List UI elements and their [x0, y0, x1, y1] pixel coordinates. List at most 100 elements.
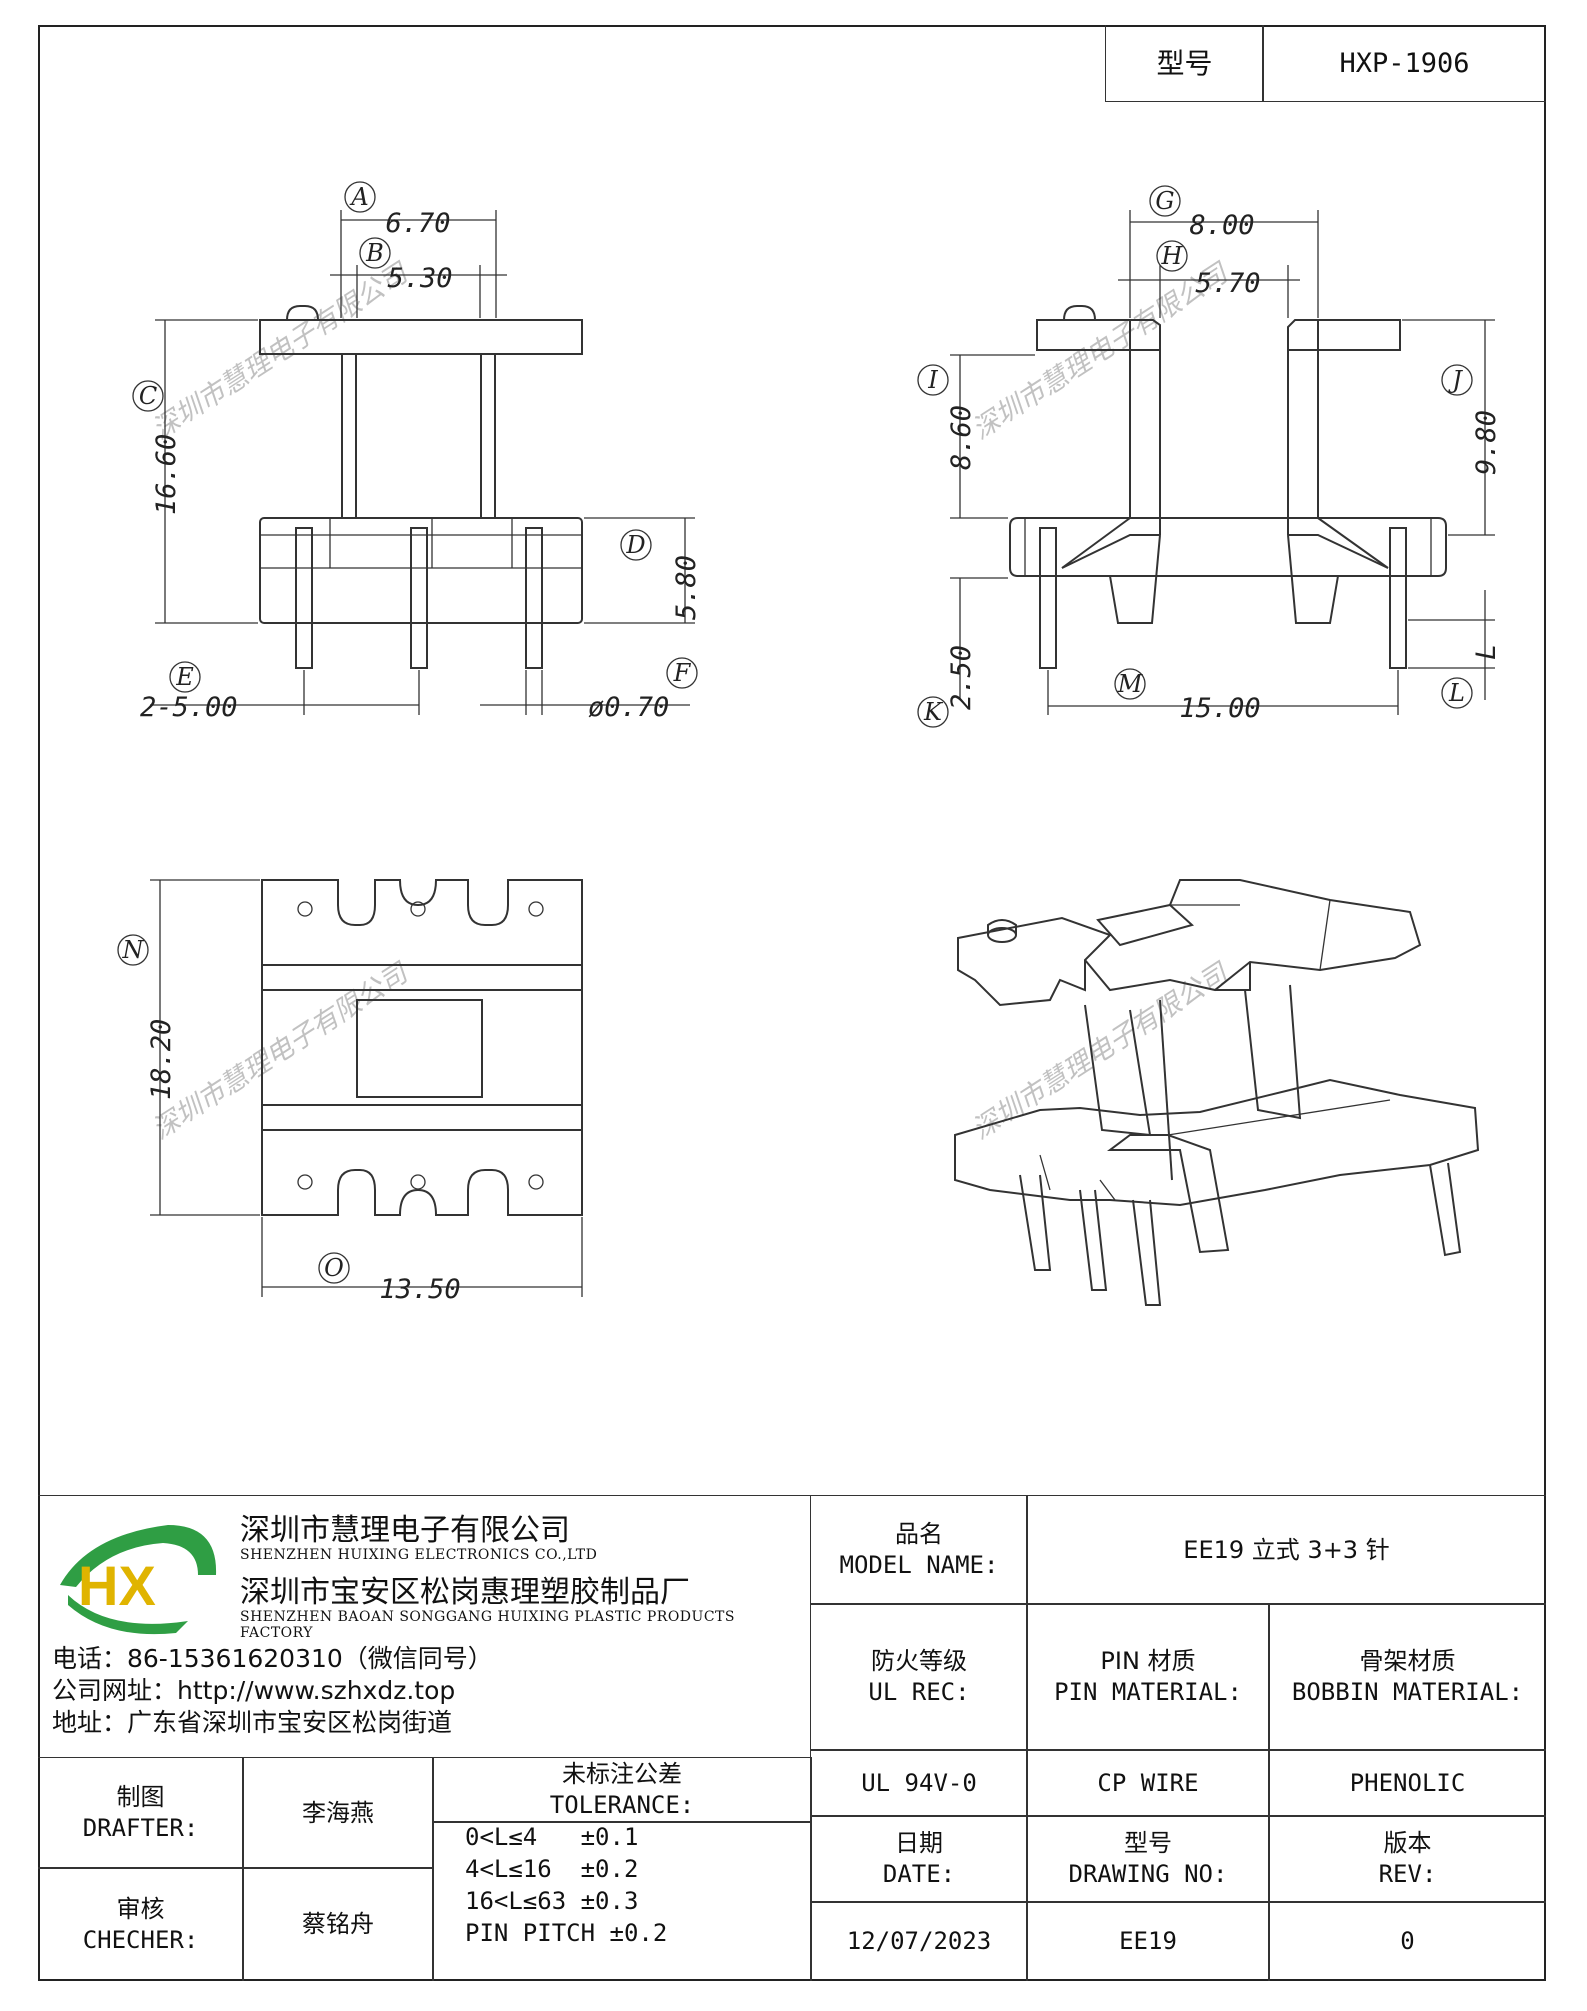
checker-label-cn: 审核	[116, 1894, 165, 1923]
company-name-cn: 深圳市慧理电子有限公司	[240, 1513, 570, 1548]
company-logo-text: HX	[78, 1554, 156, 1617]
tolerance-line: PIN PITCH ±0.2	[465, 1919, 668, 1947]
watermark-3: 深圳市慧理电子有限公司	[147, 956, 415, 1145]
marker-E: E	[175, 663, 194, 691]
model-value: HXP-1906	[1339, 47, 1470, 79]
marker-M: M	[1117, 670, 1144, 698]
dim-A: 6.70	[385, 208, 450, 239]
company-phone: 电话：86-15361620310（微信同号）	[52, 1644, 493, 1673]
dim-M: 15.00	[1179, 693, 1260, 724]
company-address: 地址：广东省深圳市宝安区松岗街道	[52, 1708, 453, 1737]
marker-A: A	[349, 183, 368, 211]
tolerance-line: 4<L≤16 ±0.2	[465, 1855, 639, 1883]
drawing-no-value: EE19	[1119, 1927, 1177, 1955]
model-label: 型号	[1156, 46, 1213, 80]
side-view: G 8.00 H 5.70 I 8.60 J 9.80 K 2.50 L L	[917, 185, 1502, 728]
drafter-name-cell: 李海燕	[242, 1757, 434, 1869]
tolerance-line: 0<L≤4 ±0.1	[465, 1823, 639, 1851]
checker-name-cell: 蔡铭舟	[242, 1867, 434, 1981]
drawing-no-value-cell: EE19	[1026, 1901, 1270, 1981]
date-label-cn: 日期	[895, 1829, 943, 1857]
factory-name-cn: 深圳市宝安区松岗惠理塑胶制品厂	[240, 1575, 690, 1610]
checker-name: 蔡铭舟	[302, 1910, 374, 1938]
dim-L: L	[1471, 644, 1502, 660]
drawing-no-label-en: DRAWING NO:	[1068, 1860, 1228, 1888]
model-name-label-cell: 品名 MODEL NAME:	[810, 1495, 1028, 1605]
bobbin-value: PHENOLIC	[1349, 1768, 1466, 1797]
dim-D: 5.80	[671, 555, 702, 620]
watermark-group: 深圳市慧理电子有限公司 深圳市慧理电子有限公司 深圳市慧理电子有限公司 深圳市慧…	[147, 256, 1235, 1145]
model-name-en: MODEL NAME:	[839, 1551, 999, 1579]
model-name-value-cell: EE19 立式 3+3 针	[1026, 1495, 1546, 1605]
dim-G: 8.00	[1189, 210, 1254, 241]
rev-value-cell: 0	[1268, 1901, 1546, 1981]
marker-C: C	[139, 382, 157, 410]
drafter-name: 李海燕	[302, 1798, 374, 1827]
marker-K: K	[923, 698, 944, 726]
bobbin-label-cn: 骨架材质	[1359, 1647, 1456, 1675]
pin-label-en: PIN MATERIAL:	[1054, 1678, 1242, 1706]
marker-I: I	[927, 366, 938, 394]
model-name-cn: 品名	[895, 1520, 943, 1548]
dim-I: 8.60	[946, 405, 977, 470]
rev-value: 0	[1400, 1927, 1415, 1955]
drawing-no-label-cell: 型号 DRAWING NO:	[1026, 1815, 1270, 1903]
dim-F: ø0.70	[588, 692, 669, 723]
drawing-frame	[38, 25, 1546, 1981]
tolerance-label-cn: 未标注公差	[562, 1760, 682, 1788]
technical-drawing: 深圳市慧理电子有限公司 深圳市慧理电子有限公司 深圳市慧理电子有限公司 深圳市慧…	[117, 181, 1502, 1306]
pin-label-cn: PIN 材质	[1100, 1647, 1196, 1675]
marker-J: J	[1447, 366, 1463, 394]
dim-K: 2.50	[946, 645, 977, 710]
company-website: 公司网址：http://www.szhxdz.top	[52, 1676, 456, 1705]
rev-label-cell: 版本 REV:	[1268, 1815, 1546, 1903]
dim-B: 5.30	[387, 263, 452, 294]
drafter-label-cn: 制图	[116, 1783, 165, 1811]
factory-name-en: SHENZHEN BAOAN SONGGANG HUIXING PLASTIC …	[240, 1609, 735, 1641]
dim-J: 9.80	[1471, 410, 1502, 475]
date-value: 12/07/2023	[846, 1927, 992, 1955]
date-label-cell: 日期 DATE:	[810, 1815, 1028, 1903]
bobbin-label-cell: 骨架材质 BOBBIN MATERIAL:	[1268, 1603, 1546, 1751]
tolerance-label-cell: 未标注公差 TOLERANCE:	[432, 1757, 812, 1823]
drawing-no-label-cn: 型号	[1124, 1829, 1172, 1857]
marker-D: D	[625, 531, 645, 559]
dim-H: 5.70	[1195, 268, 1260, 299]
bobbin-label-en: BOBBIN MATERIAL:	[1291, 1678, 1524, 1706]
company-logo: HX	[60, 1525, 217, 1635]
front-view: A 6.70 B 5.30 C 16.60 D 5.80 E 2-5.00 F …	[132, 181, 702, 723]
rev-label-en: REV:	[1378, 1860, 1437, 1888]
ul-value-cell: UL 94V-0	[810, 1749, 1028, 1817]
ul-label-cn: 防火等级	[871, 1647, 967, 1675]
tolerance-label-en: TOLERANCE:	[549, 1791, 695, 1819]
dim-N: 18.20	[146, 1019, 177, 1100]
marker-L: L	[1448, 679, 1465, 707]
pin-label-cell: PIN 材质 PIN MATERIAL:	[1026, 1603, 1270, 1751]
marker-G: G	[1155, 187, 1174, 215]
company-name-en: SHENZHEN HUIXING ELECTRONICS CO.,LTD	[240, 1547, 598, 1563]
marker-N: N	[122, 936, 145, 964]
marker-B: B	[365, 239, 384, 267]
company-info: HX 深圳市慧理电子有限公司 SHENZHEN HUIXING ELECTRON…	[40, 1497, 810, 1759]
top-view: N 18.20 O 13.50	[117, 879, 583, 1305]
marker-H: H	[1161, 242, 1184, 270]
isometric-view	[954, 879, 1480, 1306]
model-value-cell: HXP-1906	[1262, 25, 1546, 102]
tolerance-list: 0<L≤4 ±0.1 4<L≤16 ±0.2 16<L≤63 ±0.3 PIN …	[465, 1821, 667, 1949]
date-label-en: DATE:	[882, 1860, 956, 1888]
tolerance-line: 16<L≤63 ±0.3	[465, 1887, 639, 1915]
dim-O: 13.50	[379, 1274, 460, 1305]
bobbin-value-cell: PHENOLIC	[1268, 1749, 1546, 1817]
rev-label-cn: 版本	[1383, 1829, 1432, 1857]
drafter-label-en: DRAFTER:	[82, 1814, 199, 1842]
dim-E: 2-5.00	[140, 692, 238, 723]
marker-O: O	[324, 1254, 344, 1282]
ul-value: UL 94V-0	[861, 1768, 977, 1797]
pin-value: CP WIRE	[1097, 1768, 1199, 1797]
ul-label-cell: 防火等级 UL REC:	[810, 1603, 1028, 1751]
checker-label-cell: 审核 CHECHER:	[38, 1867, 244, 1981]
marker-F: F	[673, 659, 692, 687]
dim-C: 16.60	[151, 434, 182, 515]
drafter-label-cell: 制图 DRAFTER:	[38, 1757, 244, 1869]
model-name-value: EE19 立式 3+3 针	[1183, 1535, 1390, 1564]
